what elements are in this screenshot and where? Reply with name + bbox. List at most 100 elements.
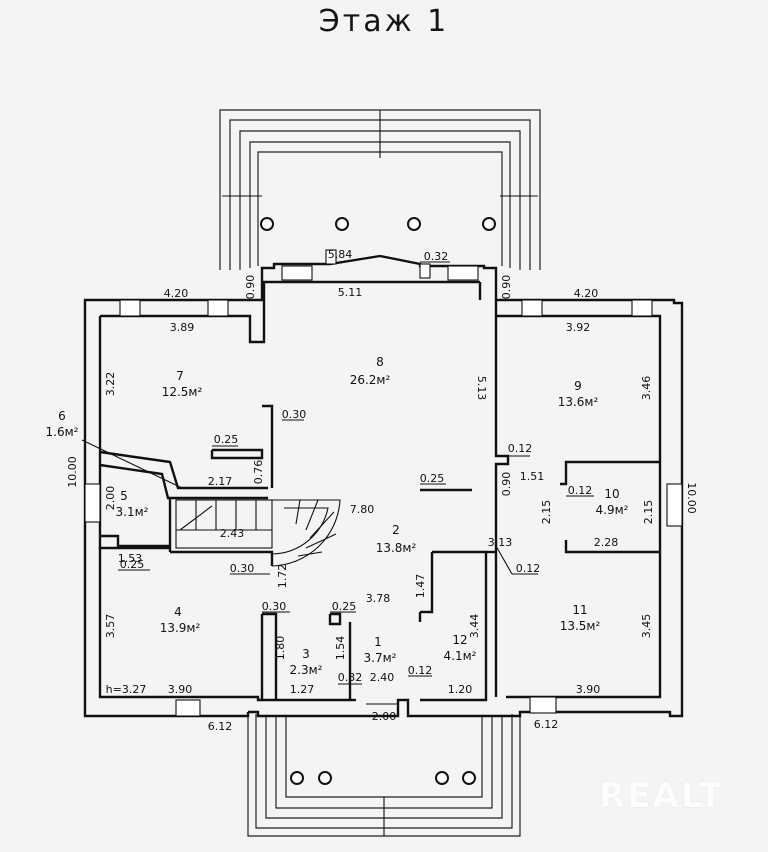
- dimension: 1.51: [520, 470, 545, 483]
- dimension: 6.12: [208, 720, 233, 733]
- dimension: 0.12: [516, 562, 541, 575]
- window: [119, 299, 141, 317]
- dimension: 1.54: [334, 636, 347, 661]
- dimension: 1.27: [290, 683, 315, 696]
- dimension: 0.25: [120, 558, 145, 571]
- dimension: 0.25: [214, 433, 239, 446]
- porch-column: [318, 771, 332, 785]
- room-number: 7: [176, 369, 184, 383]
- dimension: 2.43: [220, 527, 245, 540]
- window: [447, 265, 479, 281]
- porch-column: [407, 217, 421, 231]
- room-number: 2: [392, 523, 400, 537]
- dimension: 6.12: [534, 718, 559, 731]
- dimension: 2.28: [594, 536, 619, 549]
- dimension: 0.30: [230, 562, 255, 575]
- dimension: 3.92: [566, 321, 591, 334]
- window: [521, 299, 543, 317]
- room-number: 10: [604, 487, 619, 501]
- room-area: 13.5м²: [560, 619, 601, 633]
- window: [325, 249, 337, 265]
- room-labels: 8 26.2м² 7 12.5м² 9 13.6м² 6 1.6м² 5 3.1…: [46, 355, 629, 677]
- dimension: 0.76: [252, 460, 265, 485]
- dimension: 1.72: [276, 564, 289, 589]
- dimension: 3.57: [104, 614, 117, 639]
- porch-column: [462, 771, 476, 785]
- room-area: 3.1м²: [116, 505, 149, 519]
- staircase: [175, 499, 273, 549]
- dimension: 3.45: [640, 614, 653, 639]
- dimension: 0.25: [420, 472, 445, 485]
- porch-column: [260, 217, 274, 231]
- room-number: 3: [302, 647, 310, 661]
- dimension: 3.90: [168, 683, 193, 696]
- room-area: 12.5м²: [162, 385, 203, 399]
- dimension: 7.80: [350, 503, 375, 516]
- room-area: 3.7м²: [364, 651, 397, 665]
- room-area: 13.6м²: [558, 395, 599, 409]
- dimension: 3.13: [488, 536, 513, 549]
- dimension: 0.30: [282, 408, 307, 421]
- dimension: 10.00: [66, 456, 79, 488]
- window: [207, 299, 229, 317]
- watermark-logo: REALT: [599, 776, 724, 816]
- window: [281, 265, 313, 281]
- dimension: 0.90: [500, 472, 513, 497]
- window: [84, 483, 101, 523]
- room-area: 26.2м²: [350, 373, 391, 387]
- dimension: h=3.27: [106, 683, 147, 696]
- dimension: 2.17: [208, 475, 233, 488]
- window: [631, 299, 653, 317]
- room-number: 1: [374, 635, 382, 649]
- dimension: 3.46: [640, 376, 653, 401]
- dimension: 3.22: [104, 372, 117, 397]
- room-area: 4.1м²: [444, 649, 477, 663]
- dimension: 2.00: [104, 486, 117, 511]
- dimension: 3.44: [468, 614, 481, 639]
- plan-title: Этаж 1: [318, 4, 450, 39]
- room-number: 12: [452, 633, 467, 647]
- dimension: 2.15: [642, 500, 655, 525]
- dimension: 10.00: [685, 482, 698, 514]
- room-number: 5: [120, 489, 128, 503]
- dimension: 0.12: [508, 442, 533, 455]
- dimension: 2.00: [372, 710, 397, 723]
- dimension: 0.32: [338, 671, 363, 684]
- porch-column: [290, 771, 304, 785]
- room-number: 9: [574, 379, 582, 393]
- dimension: 0.90: [500, 275, 513, 300]
- porch-column: [435, 771, 449, 785]
- room-area: 1.6м²: [46, 425, 79, 439]
- dimension: 0.12: [408, 664, 433, 677]
- room-number: 6: [58, 409, 66, 423]
- leader-lines: [81, 261, 594, 705]
- porch-column: [335, 217, 349, 231]
- dimension: 3.78: [366, 592, 391, 605]
- dimension: 0.12: [568, 484, 593, 497]
- room-area: 13.8м²: [376, 541, 417, 555]
- north-porch: [219, 109, 541, 270]
- window: [175, 699, 201, 717]
- room-area: 2.3м²: [290, 663, 323, 677]
- room-area: 4.9м²: [596, 503, 629, 517]
- dimension: 1.20: [448, 683, 473, 696]
- room-number: 8: [376, 355, 384, 369]
- dimension: 5.13: [475, 376, 488, 401]
- dimension: 4.20: [574, 287, 599, 300]
- dimension: 0.30: [262, 600, 287, 613]
- window: [419, 263, 431, 279]
- dimension: 2.15: [540, 500, 553, 525]
- dimension: 0.32: [424, 250, 449, 263]
- dimension: 3.90: [576, 683, 601, 696]
- dimension: 1.47: [414, 574, 427, 599]
- dimension: 5.11: [338, 286, 363, 299]
- dimension: 2.40: [370, 671, 395, 684]
- dimension: 1.80: [274, 636, 287, 661]
- exterior-walls: [83, 249, 684, 718]
- dimension: 3.89: [170, 321, 195, 334]
- room-number: 11: [572, 603, 587, 617]
- dimension: 1.53: [118, 552, 143, 565]
- room-number: 4: [174, 605, 182, 619]
- dimension: 5.84: [328, 248, 353, 261]
